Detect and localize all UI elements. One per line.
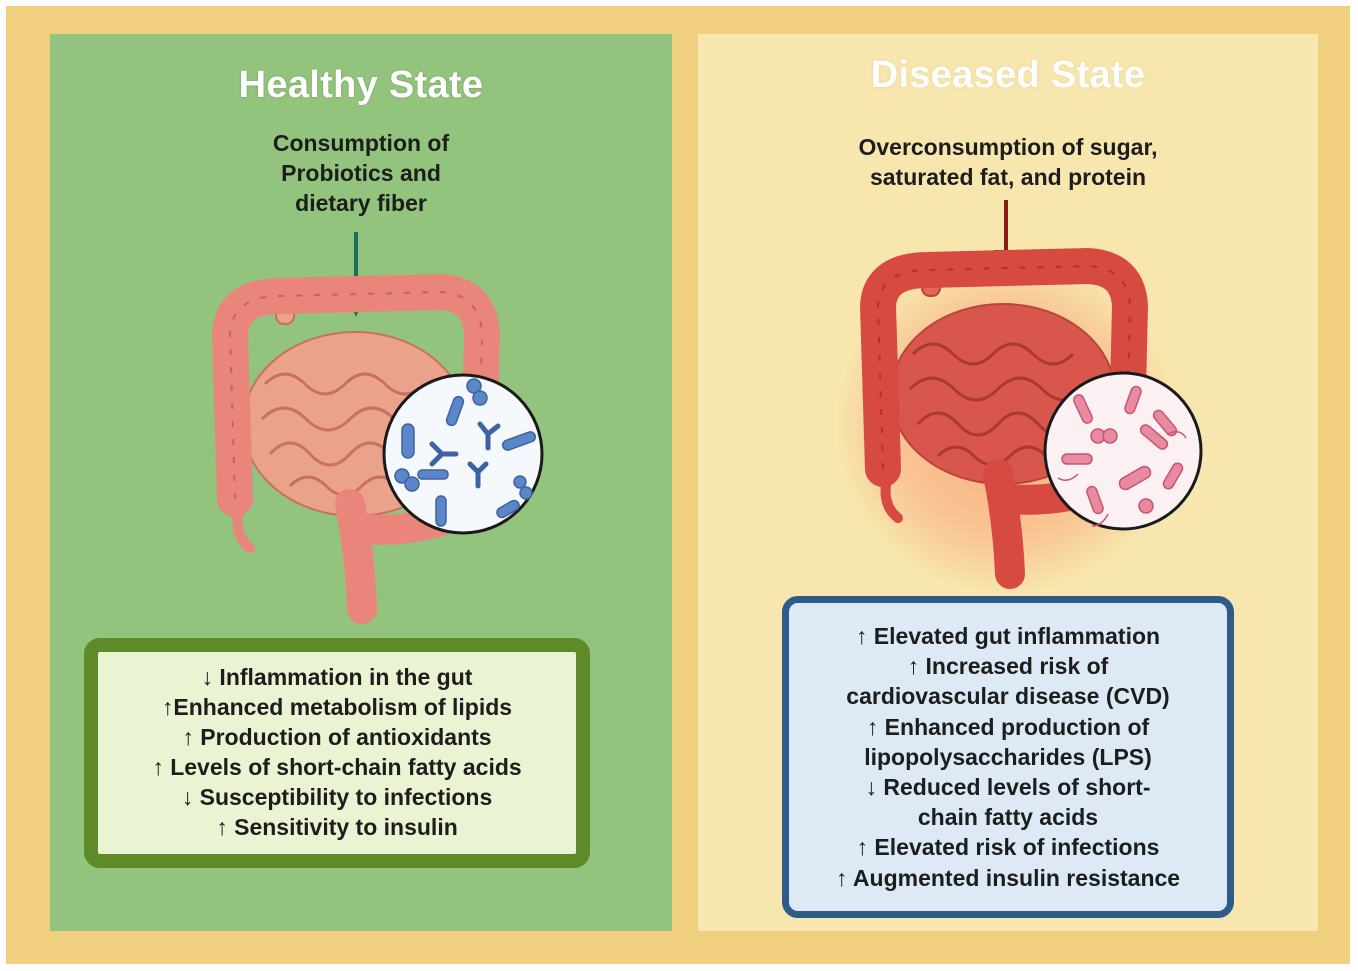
diseased-effect-item: ↑ Augmented insulin resistance <box>835 864 1181 891</box>
healthy-effect-item: ↑ Production of antioxidants <box>182 724 492 750</box>
diseased-cause-line: Overconsumption of sugar, <box>858 134 1158 160</box>
healthy-cause-line: dietary fiber <box>295 190 427 216</box>
diseased-effect-item: ↑ Enhanced production of <box>866 713 1150 740</box>
harmful-bacteria-magnifier-icon <box>1043 371 1203 531</box>
diseased-effects-box: ↑ Elevated gut inflammation ↑ Increased … <box>782 596 1234 918</box>
diseased-effect-item: ↑ Increased risk of <box>907 653 1109 680</box>
healthy-state-panel: Healthy State Consumption of Probiotics … <box>50 34 672 931</box>
healthy-effect-item: ↑ Sensitivity to insulin <box>216 814 458 840</box>
healthy-state-title: Healthy State <box>238 64 484 106</box>
healthy-effects-box: ↓ Inflammation in the gut ↑Enhanced meta… <box>84 638 590 868</box>
diseased-state-panel: Diseased State Overconsumption of sugar,… <box>698 34 1318 931</box>
diseased-effect-item: lipopolysaccharides (LPS) <box>864 743 1152 770</box>
diseased-effect-item: ↓ Reduced levels of short- <box>865 774 1151 801</box>
diseased-effect-item: cardiovascular disease (CVD) <box>846 683 1170 710</box>
diseased-effect-item: ↑ Elevated risk of infections <box>856 834 1160 861</box>
healthy-effect-item: ↑Enhanced metabolism of lipids <box>161 694 513 720</box>
diseased-gut-illustration <box>836 200 1203 594</box>
healthy-effect-item: ↑ Levels of short-chain fatty acids <box>152 754 522 780</box>
diseased-effect-item: ↑ Elevated gut inflammation <box>855 623 1161 649</box>
healthy-effect-item: ↓ Susceptibility to infections <box>181 784 493 810</box>
diseased-effect-item: chain fatty acids <box>917 804 1099 831</box>
healthy-effect-item: ↓ Inflammation in the gut <box>201 664 473 690</box>
beneficial-bacteria-magnifier-icon <box>382 373 544 535</box>
healthy-cause-text: Consumption of Probiotics and dietary fi… <box>50 128 672 218</box>
healthy-gut-illustration <box>211 232 544 624</box>
diseased-state-title: Diseased State <box>870 54 1146 96</box>
healthy-cause-line: Consumption of <box>272 130 450 156</box>
diseased-cause-text: Overconsumption of sugar, saturated fat,… <box>698 132 1318 192</box>
healthy-cause-line: Probiotics and <box>281 160 441 186</box>
diagram-frame: Healthy State Consumption of Probiotics … <box>6 6 1350 964</box>
diseased-cause-line: saturated fat, and protein <box>869 164 1147 190</box>
